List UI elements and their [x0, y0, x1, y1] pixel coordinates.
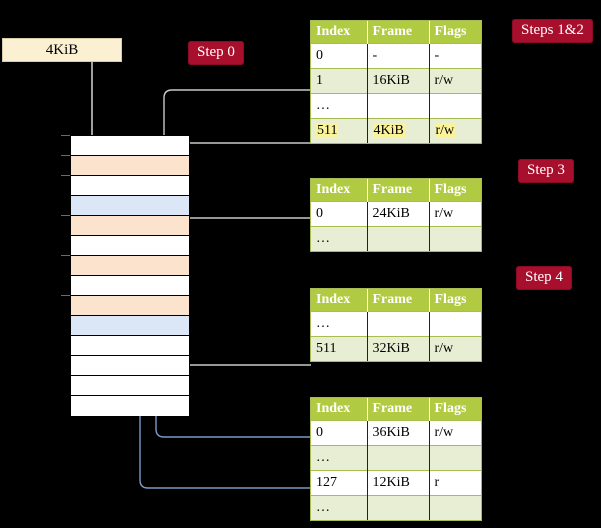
cell-flags: [429, 494, 481, 520]
cell-index: 0: [311, 42, 368, 68]
cell-flags: r/w: [429, 419, 481, 445]
cell-index: …: [311, 92, 368, 118]
cell-frame: [367, 494, 430, 520]
cell-frame: [367, 444, 430, 470]
cell-frame: [367, 92, 430, 118]
highlight-mark: 4KiB: [372, 122, 405, 138]
column-header-flags: Flags: [429, 398, 481, 420]
wire-table3-to-mem: [162, 316, 311, 366]
memory-frame-row: [71, 316, 189, 336]
column-header-flags: Flags: [429, 289, 481, 311]
cell-index: 127: [311, 469, 368, 495]
step-badge-step-4: Step 4: [516, 266, 572, 290]
cell-frame: 16KiB: [367, 67, 430, 93]
cell-flags: r/w: [429, 117, 481, 143]
column-header-index: Index: [311, 179, 368, 201]
memory-frame-row: [71, 196, 189, 216]
source-frame-label: 4KiB: [45, 41, 79, 58]
column-header-frame: Frame: [367, 21, 430, 43]
memory-frame-row: [71, 136, 189, 156]
cell-flags: r/w: [429, 200, 481, 226]
cell-index: 511: [311, 117, 368, 143]
cell-index: 1: [311, 67, 368, 93]
memory-frame-row: [71, 356, 189, 376]
cell-frame: -: [367, 42, 430, 68]
cell-flags: r: [429, 469, 481, 495]
cell-index: …: [311, 444, 368, 470]
cell-flags: [429, 225, 481, 251]
step-badge-steps-1-2: Steps 1&2: [512, 19, 593, 43]
cell-flags: [429, 444, 481, 470]
cell-index: 511: [311, 335, 368, 361]
step-badge-step-3: Step 3: [518, 159, 574, 183]
cell-index: …: [311, 310, 368, 336]
table-row: …: [311, 444, 481, 470]
column-header-index: Index: [311, 21, 368, 43]
cell-index: …: [311, 225, 368, 251]
table-row: …: [311, 225, 481, 251]
column-header-frame: Frame: [367, 179, 430, 201]
memory-frame-row: [71, 256, 189, 276]
memory-frame-row: [71, 236, 189, 256]
cell-flags: [429, 310, 481, 336]
cell-index: 0: [311, 419, 368, 445]
cell-frame: [367, 310, 430, 336]
cell-index: 0: [311, 200, 368, 226]
column-header-frame: Frame: [367, 398, 430, 420]
cell-index: …: [311, 494, 368, 520]
highlight-mark: 511: [316, 122, 339, 138]
cell-frame: 24KiB: [367, 200, 430, 226]
memory-tick: [61, 175, 70, 176]
memory-tick: [61, 255, 70, 256]
memory-frame-row: [71, 296, 189, 316]
wire-table2-to-mem: [173, 217, 311, 278]
physical-memory-column: [70, 135, 190, 416]
source-frame-box: 4KiB: [2, 38, 122, 62]
cell-frame: [367, 225, 430, 251]
memory-tick: [61, 155, 70, 156]
table-row: …: [311, 310, 481, 336]
wire-table1-row511-to-mem: [173, 142, 311, 161]
memory-frame-row: [71, 216, 189, 236]
memory-tick: [61, 135, 70, 136]
column-header-index: Index: [311, 398, 368, 420]
cell-flags: r/w: [429, 67, 481, 93]
cell-flags: [429, 92, 481, 118]
memory-frame-row: [71, 156, 189, 176]
cell-frame: 12KiB: [367, 469, 430, 495]
column-header-flags: Flags: [429, 21, 481, 43]
column-header-frame: Frame: [367, 289, 430, 311]
memory-frame-row: [71, 336, 189, 356]
memory-frame-row: [71, 276, 189, 296]
column-header-flags: Flags: [429, 179, 481, 201]
table-row: 0--: [311, 42, 481, 68]
table-row: 511 4KiB r/w: [311, 117, 481, 143]
memory-tick: [61, 295, 70, 296]
column-header-index: Index: [311, 289, 368, 311]
cell-frame: 4KiB: [367, 117, 430, 143]
highlight-mark: r/w: [434, 122, 456, 138]
cell-flags: r/w: [429, 335, 481, 361]
memory-tick: [61, 215, 70, 216]
table-row: …: [311, 494, 481, 520]
memory-frame-row: [71, 396, 189, 416]
table-row: …: [311, 92, 481, 118]
cell-frame: 36KiB: [367, 419, 430, 445]
cell-frame: 32KiB: [367, 335, 430, 361]
memory-frame-row: [71, 376, 189, 396]
step-badge-step-0: Step 0: [188, 41, 244, 65]
cell-flags: -: [429, 42, 481, 68]
memory-frame-row: [71, 176, 189, 196]
